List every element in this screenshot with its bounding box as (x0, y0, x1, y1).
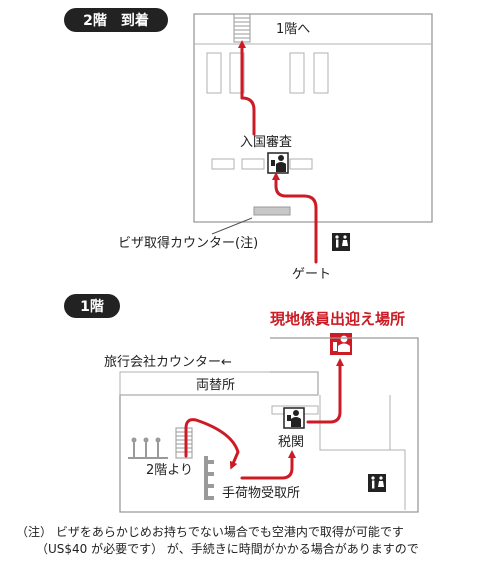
exchange-label: 両替所 (196, 378, 235, 393)
immigration-label: 入国審査 (240, 135, 292, 150)
note-line-1: （注） ビザをあらかじめお持ちでない場合でも空港内で取得が可能です (16, 524, 404, 539)
restroom-icon-floor1 (368, 474, 386, 492)
to-first-floor-label: 1階へ (276, 22, 310, 37)
floor1-route-stairs-to-baggage (184, 418, 240, 470)
immigration-desks (211, 158, 313, 170)
floor2-route-gate-to-immigration (272, 172, 318, 264)
restroom-icon (332, 233, 350, 251)
customs-officer-icon (283, 407, 305, 429)
floor2-stairs (233, 13, 251, 43)
meeting-place-label: 現地係員出迎え場所 (270, 310, 405, 328)
floor2-outer-wall (193, 13, 433, 223)
floor1-inner-wall (319, 395, 406, 510)
gate-label: ゲート (292, 267, 331, 282)
baggage-carousels (204, 456, 214, 500)
customs-label: 税関 (278, 435, 304, 450)
visa-counter-block (253, 206, 291, 216)
exchange-counter (119, 371, 319, 396)
travel-counter-label: 旅行会社カウンター← (104, 354, 232, 370)
floor2-badge-label: 2階 到着 (83, 12, 149, 29)
floor2-seating-blocks (206, 52, 329, 94)
from-second-floor-label: 2階より (146, 463, 193, 478)
floor1-badge-label: 1階 (80, 298, 104, 315)
staff-icon (330, 333, 352, 355)
note-line-2: （US$40 が必要です） が、手続きに時間がかかる場合がありますので (36, 541, 419, 556)
floor2-section: 2階 到着 1階へ 入国審査 (64, 8, 433, 282)
baggage-claim-label: 手荷物受取所 (222, 486, 300, 501)
floor1-stairs (175, 427, 193, 459)
floor1-route-customs-to-meeting (306, 358, 344, 424)
floor1-route-baggage-to-customs (240, 450, 296, 480)
floor2-badge: 2階 到着 (64, 8, 168, 32)
officer-icon (267, 152, 289, 174)
floor1-section: 1階 現地係員出迎え場所 旅行会社カウンター← 両替所 2階より (64, 294, 419, 513)
floor1-benches (128, 437, 168, 459)
floor2-route-immigration-to-stairs (238, 40, 256, 136)
visa-counter-label: ビザ取得カウンター(注) (118, 235, 258, 251)
visa-counter-pointer (211, 217, 253, 235)
floor1-badge: 1階 (64, 294, 120, 318)
